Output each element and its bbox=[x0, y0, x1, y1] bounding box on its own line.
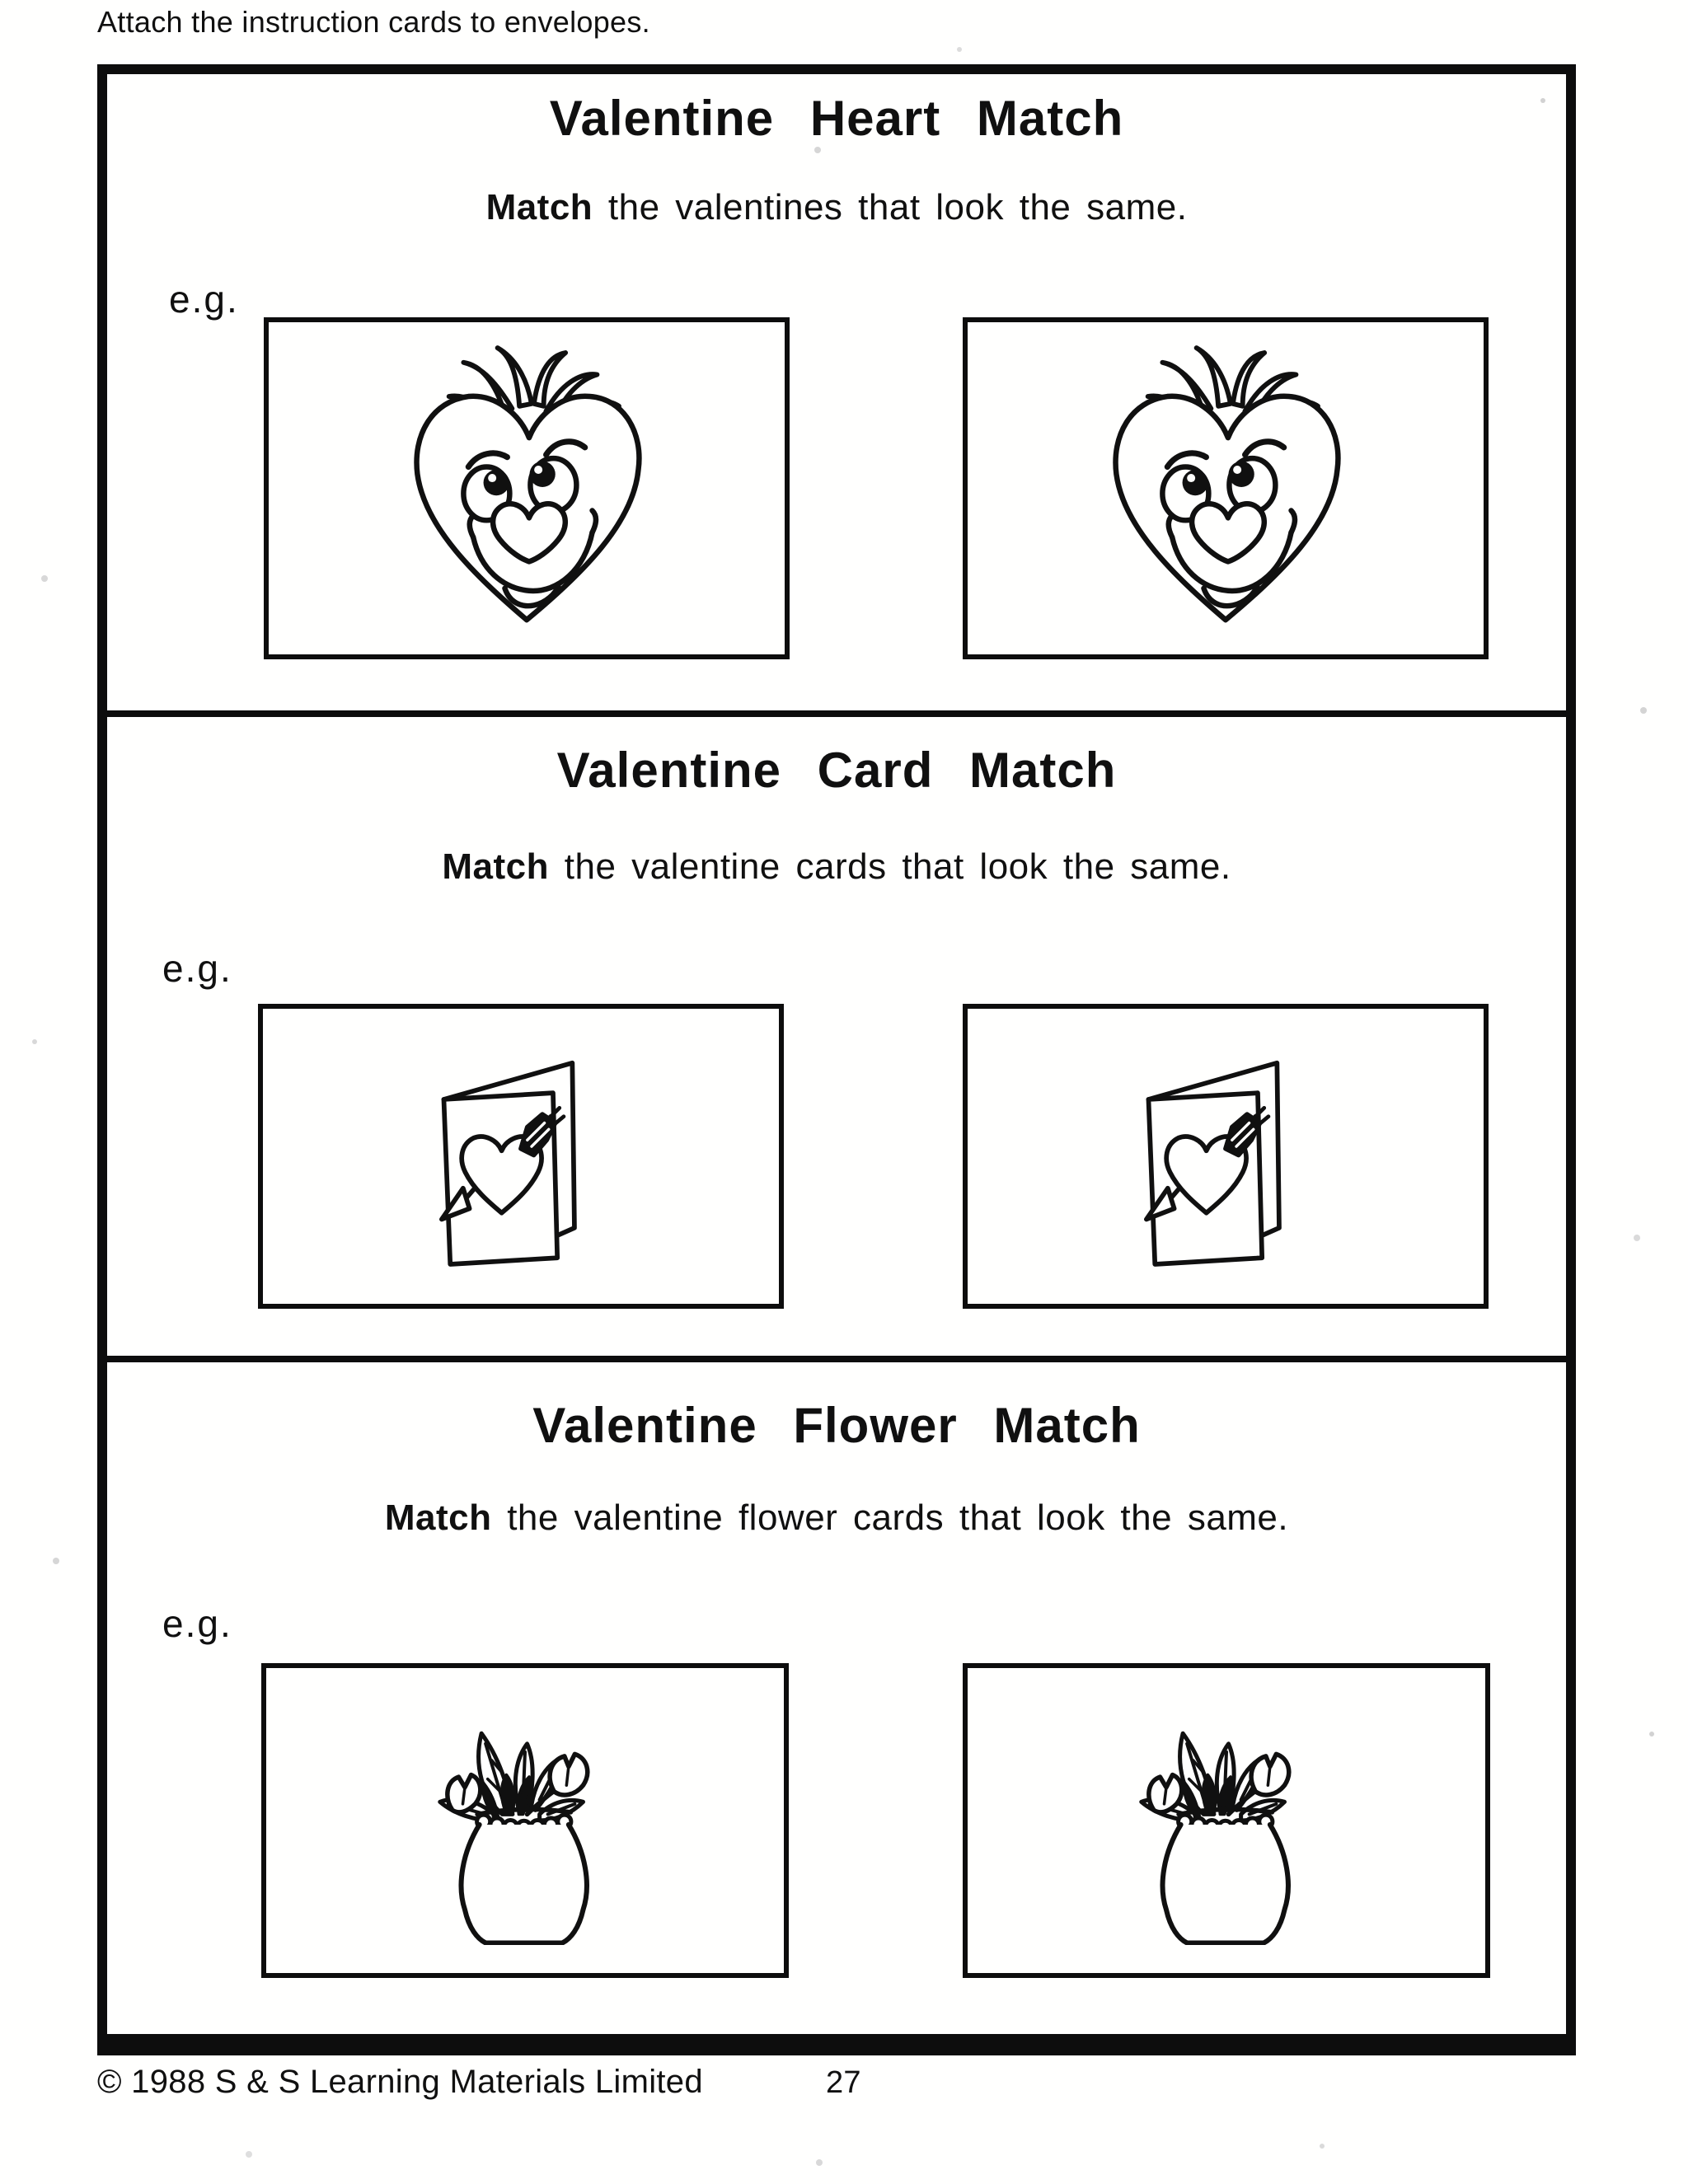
section-title: Valentine Heart Match bbox=[549, 91, 1124, 146]
example-box-left bbox=[261, 1663, 789, 1978]
example-box-right bbox=[963, 1663, 1490, 1978]
example-box-right bbox=[963, 317, 1489, 659]
section-flower-match: Valentine Flower Match Match the valenti… bbox=[107, 1356, 1566, 2034]
eg-label: e.g. bbox=[162, 947, 232, 990]
flower-vase-drawing bbox=[421, 1704, 629, 1945]
footer: © 1988 S & S Learning Materials Limited … bbox=[97, 2064, 1576, 2101]
eg-label: e.g. bbox=[162, 1602, 232, 1645]
smiling-heart-drawing bbox=[391, 345, 663, 632]
section-card-match: Valentine Card Match Match the valentine… bbox=[107, 710, 1566, 1356]
valentine-card-drawing bbox=[414, 1035, 628, 1275]
instruction-rest: the valentines that look the same. bbox=[593, 187, 1188, 227]
smiling-heart-drawing bbox=[1090, 345, 1362, 632]
worksheet-frame: Valentine Heart Match Match the valentin… bbox=[97, 64, 1576, 2055]
instruction-bold-word: Match bbox=[384, 1497, 492, 1538]
example-box-left bbox=[258, 1004, 784, 1309]
section-instruction: Match the valentine flower cards that lo… bbox=[107, 1497, 1566, 1538]
example-box-right bbox=[963, 1004, 1489, 1309]
top-instruction: Attach the instruction cards to envelope… bbox=[97, 5, 650, 39]
section-title: Valentine Card Match bbox=[556, 743, 1117, 798]
section-title: Valentine Flower Match bbox=[532, 1398, 1141, 1453]
section-heart-match: Valentine Heart Match Match the valentin… bbox=[107, 74, 1566, 710]
example-box-left bbox=[264, 317, 790, 659]
scan-specks bbox=[0, 0, 3, 3]
eg-label: e.g. bbox=[169, 278, 239, 321]
instruction-rest: the valentine cards that look the same. bbox=[549, 846, 1231, 887]
instruction-rest: the valentine flower cards that look the… bbox=[491, 1497, 1289, 1538]
page-number: 27 bbox=[826, 2065, 861, 2100]
section-instruction: Match the valentine cards that look the … bbox=[107, 846, 1566, 887]
copyright-text: © 1988 S & S Learning Materials Limited bbox=[97, 2064, 703, 2100]
instruction-bold-word: Match bbox=[485, 187, 593, 227]
instruction-bold-word: Match bbox=[442, 846, 550, 887]
section-instruction: Match the valentines that look the same. bbox=[107, 187, 1566, 227]
flower-vase-drawing bbox=[1123, 1704, 1330, 1945]
valentine-card-drawing bbox=[1118, 1035, 1333, 1275]
